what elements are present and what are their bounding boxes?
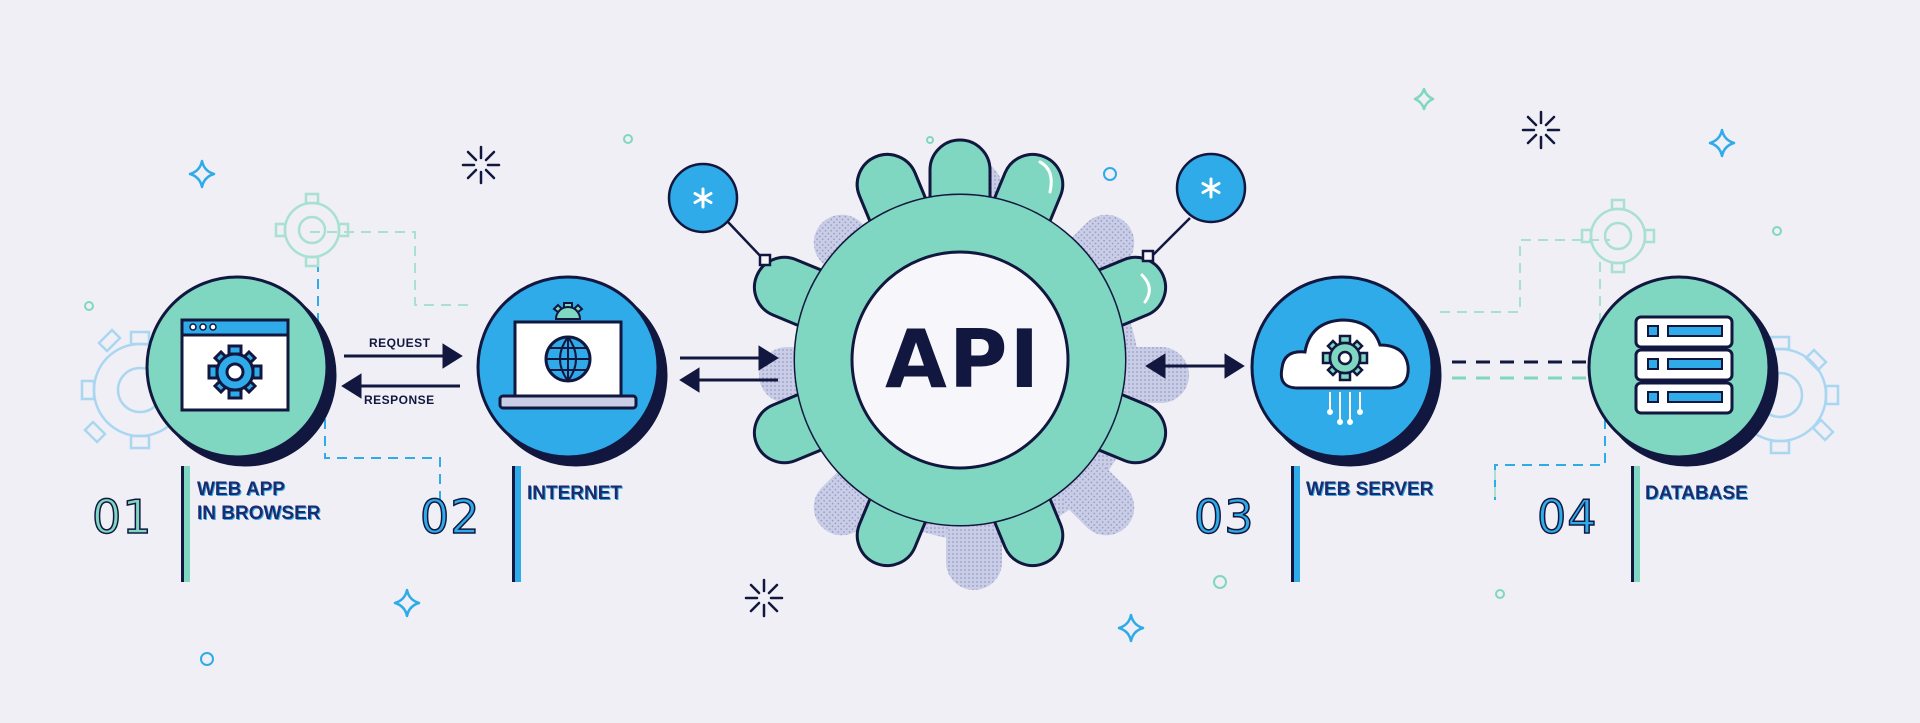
server-stack-icon <box>1634 315 1734 415</box>
step-label-line: INTERNET <box>527 483 622 504</box>
step-label-line: IN BROWSER <box>197 503 321 524</box>
server-database-link <box>1452 360 1588 380</box>
api-label: API <box>885 313 1042 406</box>
api-gear <box>743 138 1189 590</box>
step-number: 04 <box>1536 489 1598 545</box>
response-label: RESPONSE <box>364 393 435 407</box>
laptop-globe-icon <box>498 302 638 410</box>
step-number: 03 <box>1193 489 1255 545</box>
step-label-line: WEB APP <box>197 479 285 500</box>
request-arrow <box>344 343 463 369</box>
step-label-line: WEB SERVER <box>1306 479 1434 500</box>
step-label: DATABASE <box>1645 482 1748 506</box>
step-label-line: DATABASE <box>1645 483 1748 504</box>
asterisk-icon <box>693 177 1221 209</box>
step-divider <box>512 466 521 582</box>
cloud-gear-icon <box>1279 318 1410 425</box>
browser-gear-icon <box>180 318 290 412</box>
step-number: 01 <box>91 489 153 545</box>
background-gear-icon <box>274 192 1656 274</box>
bidirectional-arrows-internet-api <box>679 345 779 393</box>
burst-icon <box>461 110 1561 618</box>
step-label: INTERNET <box>527 482 622 506</box>
step-label: WEB APP IN BROWSER <box>197 478 321 526</box>
step-divider <box>181 466 190 582</box>
step-divider <box>1291 466 1300 582</box>
step-divider <box>1631 466 1640 582</box>
request-label: REQUEST <box>369 336 431 350</box>
response-arrow <box>341 373 460 399</box>
decorative-dots <box>84 134 1782 666</box>
bidirectional-arrow-api-server <box>1145 353 1245 379</box>
step-label: WEB SERVER <box>1306 478 1433 502</box>
sparkle-icon <box>188 87 1736 643</box>
step-number: 02 <box>419 489 481 545</box>
